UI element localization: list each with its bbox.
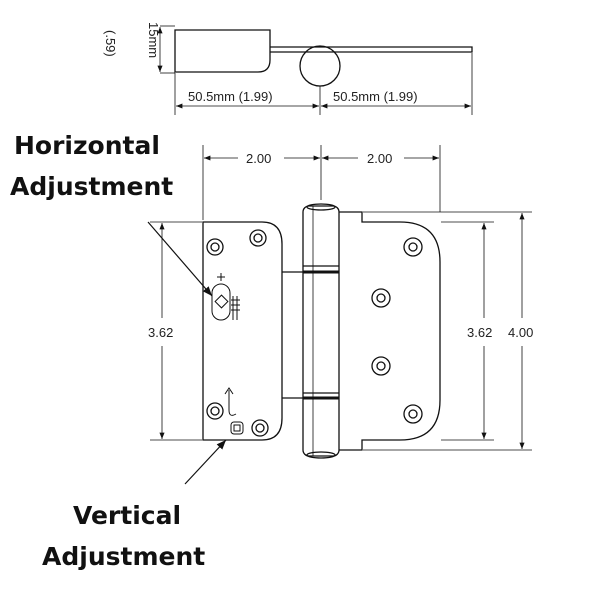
thickness-in-label: (.59)	[103, 30, 118, 57]
height-left-label: 3.62	[148, 325, 173, 340]
leaf-left-dim-label: 50.5mm (1.99)	[188, 89, 273, 104]
top-view	[157, 25, 473, 115]
left-leaf-plate	[202, 221, 283, 441]
thickness-mm-label: 15mm	[146, 22, 161, 58]
horizontal-callout-line2: Adjustment	[10, 172, 173, 201]
right-leaf-screw-holes	[371, 237, 423, 424]
leaf-right-dim-label: 50.5mm (1.99)	[333, 89, 418, 104]
top-leaf-left	[174, 29, 271, 73]
vertical-callout-leader	[184, 439, 227, 485]
vertical-adjuster	[224, 387, 244, 435]
left-leaf-screw-holes	[206, 229, 269, 437]
height-overall-label: 4.00	[508, 325, 533, 340]
vertical-callout-line1: Vertical	[73, 501, 181, 530]
front-view	[147, 145, 532, 485]
width-left-label: 2.00	[246, 151, 271, 166]
vertical-callout-line2: Adjustment	[42, 542, 205, 571]
height-right-label: 3.62	[467, 325, 492, 340]
hinge-barrel	[302, 205, 340, 457]
right-leaf-plate	[339, 211, 441, 451]
horizontal-callout-leader	[147, 221, 213, 297]
horizontal-callout-line1: Horizontal	[14, 131, 160, 160]
top-leaf-strip	[270, 46, 473, 53]
width-right-label: 2.00	[367, 151, 392, 166]
horizontal-adjuster	[211, 273, 240, 321]
